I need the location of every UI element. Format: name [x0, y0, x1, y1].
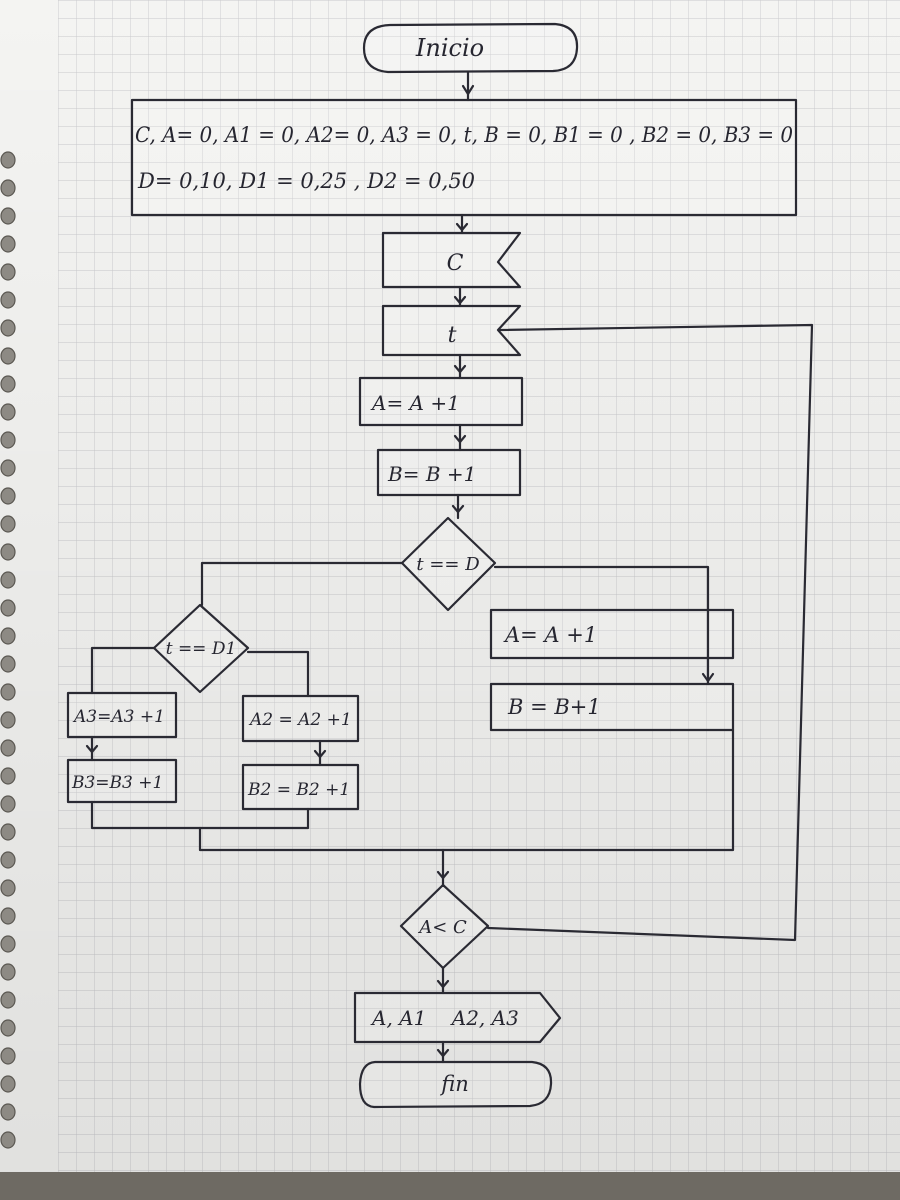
input-t-box: t — [381, 304, 522, 357]
spiral-hole — [0, 459, 16, 477]
increment-a-box: A= A +1 — [358, 376, 524, 427]
arrowhead — [313, 749, 327, 759]
arrowhead — [436, 979, 450, 989]
spiral-hole — [0, 655, 16, 673]
arrowhead — [453, 434, 467, 444]
connector-decision-d-left — [200, 561, 404, 607]
spiral-hole — [0, 1131, 16, 1149]
right-increment-a-label: A= A +1 — [503, 623, 597, 647]
spiral-hole — [0, 627, 16, 645]
right-increment-b-label: B = B+1 — [507, 695, 601, 719]
spiral-hole — [0, 319, 16, 337]
spiral-hole — [0, 1103, 16, 1121]
spiral-hole — [0, 263, 16, 281]
right-increment-a-box: A= A +1 — [489, 608, 735, 660]
end-terminal: fin — [358, 1060, 553, 1109]
spiral-hole — [0, 599, 16, 617]
input-t-label: t — [448, 323, 457, 348]
spiral-hole — [0, 179, 16, 197]
spiral-hole — [0, 739, 16, 757]
spiral-hole — [0, 1047, 16, 1065]
arrowhead — [85, 744, 99, 754]
init-line-1: C, A= 0, A1 = 0, A2= 0, A3 = 0, t, B = 0… — [135, 123, 793, 147]
spiral-hole — [0, 879, 16, 897]
connector-loop-back — [486, 323, 814, 942]
spiral-hole — [0, 823, 16, 841]
connectors — [85, 70, 814, 1064]
increment-b2-box: B2 = B2 +1 — [241, 763, 360, 811]
increment-a2-label: A2 = A2 +1 — [248, 710, 352, 730]
spiral-hole — [0, 291, 16, 309]
increment-b-box: B= B +1 — [376, 448, 522, 497]
spiral-binding — [0, 151, 16, 1149]
decision-t-equals-d: t == D — [400, 516, 497, 612]
spiral-hole — [0, 515, 16, 533]
notebook-page — [0, 0, 900, 1172]
decision-t-d1-label: t == D1 — [166, 639, 237, 659]
input-c-label: C — [447, 251, 464, 276]
arrowhead — [461, 84, 475, 96]
output-label: A, A1 A2, A3 — [370, 1006, 519, 1030]
spiral-hole — [0, 851, 16, 869]
arrowhead — [453, 364, 467, 374]
connector-main-merge — [198, 728, 735, 852]
connector-decision-d1-right — [246, 650, 310, 698]
arrowhead — [451, 504, 465, 514]
spiral-hole — [0, 1019, 16, 1037]
increment-a3-label: A3=A3 +1 — [72, 707, 165, 727]
increment-a-label: A= A +1 — [370, 391, 460, 415]
decision-a-c-label: A< C — [417, 917, 467, 938]
spiral-hole — [0, 907, 16, 925]
arrowhead — [436, 870, 450, 880]
spiral-hole — [0, 431, 16, 449]
decision-t-d-label: t == D — [416, 554, 480, 575]
output-box: A, A1 A2, A3 — [353, 991, 562, 1044]
increment-b2-label: B2 = B2 +1 — [247, 780, 350, 800]
spiral-hole — [0, 1075, 16, 1093]
spiral-hole — [0, 403, 16, 421]
connector-decision-d1-left — [90, 646, 156, 695]
spiral-hole — [0, 151, 16, 169]
spiral-hole — [0, 963, 16, 981]
spiral-hole — [0, 235, 16, 253]
start-terminal: Inicio — [362, 22, 579, 74]
increment-a3-box: A3=A3 +1 — [66, 691, 178, 739]
spiral-hole — [0, 347, 16, 365]
spiral-hole — [0, 487, 16, 505]
spiral-hole — [0, 683, 16, 701]
right-increment-b-box: B = B+1 — [489, 682, 735, 732]
spiral-hole — [0, 571, 16, 589]
arrowhead — [436, 1048, 450, 1058]
increment-a2-box: A2 = A2 +1 — [241, 694, 360, 743]
spiral-hole — [0, 207, 16, 225]
connector-decision-d-right — [493, 565, 710, 686]
spiral-hole — [0, 543, 16, 561]
input-c-box: C — [381, 231, 522, 289]
init-line-2: D= 0,10, D1 = 0,25 , D2 = 0,50 — [137, 169, 475, 193]
increment-b3-label: B3=B3 +1 — [71, 773, 163, 793]
arrowhead — [455, 222, 469, 232]
spiral-hole — [0, 991, 16, 1009]
end-label: fin — [439, 1072, 469, 1096]
arrowhead — [701, 672, 715, 683]
decision-t-equals-d1: t == D1 — [152, 603, 250, 694]
spiral-hole — [0, 711, 16, 729]
spiral-hole — [0, 935, 16, 953]
start-label: Inicio — [415, 34, 484, 62]
increment-b3-box: B3=B3 +1 — [66, 758, 178, 804]
spiral-hole — [0, 375, 16, 393]
initialization-box: C, A= 0, A1 = 0, A2= 0, A3 = 0, t, B = 0… — [130, 98, 798, 217]
spiral-hole — [0, 795, 16, 813]
increment-b-label: B= B +1 — [387, 462, 476, 486]
spiral-hole — [0, 767, 16, 785]
arrowhead — [453, 295, 467, 305]
